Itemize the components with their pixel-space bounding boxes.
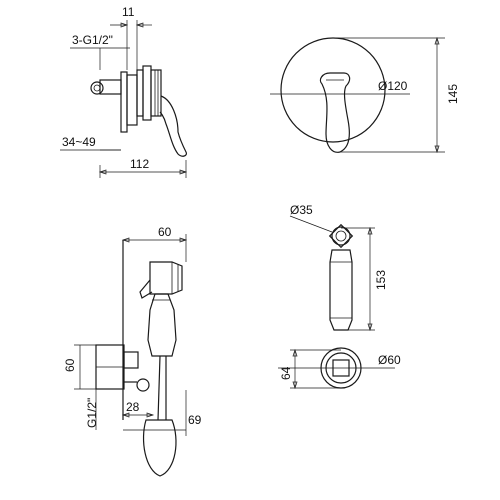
dim-body-length: 112 bbox=[130, 157, 149, 171]
dim-wall-range: 34~49 bbox=[62, 135, 96, 149]
sprayer-top-view: Ø35 153 Ø60 64 bbox=[278, 203, 401, 390]
dim-top-width: 11 bbox=[122, 5, 135, 19]
dim-outlet-thread: G1/2" bbox=[85, 398, 99, 428]
dim-rosette-diameter: Ø120 bbox=[378, 79, 408, 93]
dim-holder-height: 64 bbox=[279, 366, 293, 380]
dim-thread-spec: 3-G1/2" bbox=[72, 33, 113, 47]
dim-rosette-height: 145 bbox=[446, 84, 460, 104]
dim-outlet-projection: 69 bbox=[188, 413, 202, 427]
rosette-front-view: Ø120 145 bbox=[270, 36, 460, 154]
dim-holder-diameter: Ø60 bbox=[378, 353, 401, 367]
dim-sprayer-head: 60 bbox=[158, 225, 172, 239]
sprayer-side-view: 60 60 G1/2" 28 69 bbox=[63, 225, 202, 477]
mixer-side-view: 11 3-G1/2" 34~49 112 bbox=[60, 5, 188, 178]
dim-outlet-height: 60 bbox=[63, 358, 77, 372]
dim-outlet-offset: 28 bbox=[126, 400, 140, 414]
dim-sprayer-diameter: Ø35 bbox=[290, 203, 313, 217]
dim-sprayer-length: 153 bbox=[374, 270, 388, 290]
